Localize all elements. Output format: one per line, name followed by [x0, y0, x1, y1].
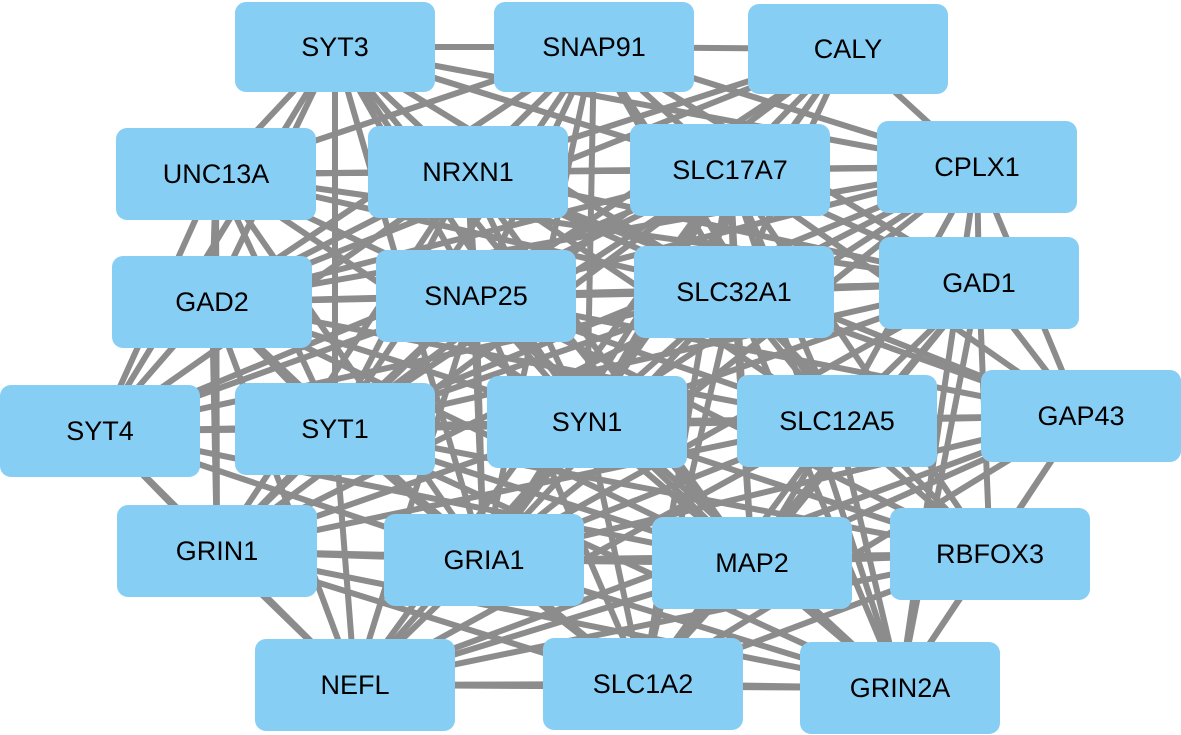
node-map2[interactable]: MAP2 [652, 517, 852, 609]
node-box[interactable] [235, 383, 435, 475]
node-box[interactable] [368, 126, 568, 218]
edge-slc32a1-slc1a2 [640, 291, 737, 685]
node-label: UNC13A [163, 159, 270, 189]
node-label: MAP2 [715, 548, 789, 578]
node-syt3[interactable]: SYT3 [235, 2, 435, 92]
node-box[interactable] [494, 2, 694, 92]
node-label: SYT3 [301, 32, 369, 62]
node-box[interactable] [543, 638, 743, 730]
node-box[interactable] [748, 4, 948, 94]
node-label: GRIN2A [850, 673, 951, 703]
node-box[interactable] [116, 128, 316, 220]
node-snap91[interactable]: SNAP91 [494, 2, 694, 92]
edge-gad1-syt1 [334, 280, 980, 432]
edge-snap25-slc1a2 [473, 294, 646, 686]
node-label: NEFL [320, 670, 389, 700]
edge-snap25-nefl [352, 295, 479, 686]
node-gad2[interactable]: GAD2 [112, 256, 312, 348]
node-label: GAP43 [1037, 401, 1124, 431]
node-label: RBFOX3 [936, 539, 1044, 569]
edge-nrxn1-grin1 [214, 170, 471, 553]
edge-gad1-grin2a [897, 282, 982, 689]
node-label: GAD2 [175, 287, 249, 317]
node-unc13a[interactable]: UNC13A [116, 128, 316, 220]
node-grin1[interactable]: GRIN1 [117, 505, 317, 597]
edge-slc17a7-rbfox3 [727, 168, 993, 556]
node-box[interactable] [877, 121, 1077, 213]
node-syn1[interactable]: SYN1 [487, 376, 687, 468]
node-gria1[interactable]: GRIA1 [384, 514, 584, 606]
edge-syt4-map2 [99, 428, 753, 566]
node-box[interactable] [879, 237, 1079, 329]
edge-slc17a7-grin1 [215, 167, 732, 554]
node-box[interactable] [112, 256, 312, 348]
node-label: NRXN1 [422, 157, 514, 187]
node-syt4[interactable]: SYT4 [0, 385, 200, 477]
node-box[interactable] [800, 642, 1000, 734]
node-label: SYT1 [301, 414, 369, 444]
node-label: SLC12A5 [779, 406, 895, 436]
node-label: SYT4 [66, 416, 134, 446]
node-slc32a1[interactable]: SLC32A1 [634, 246, 834, 338]
edge-cplx1-gria1 [482, 164, 979, 563]
node-caly[interactable]: CALY [748, 4, 948, 94]
node-slc17a7[interactable]: SLC17A7 [630, 124, 830, 216]
node-label: GAD1 [942, 268, 1016, 298]
node-slc12a5[interactable]: SLC12A5 [737, 375, 937, 467]
node-label: CALY [814, 34, 883, 64]
node-label: CPLX1 [934, 152, 1020, 182]
node-label: GRIN1 [176, 536, 259, 566]
node-label: SLC17A7 [672, 155, 788, 185]
node-rbfox3[interactable]: RBFOX3 [890, 508, 1090, 600]
node-label: SLC1A2 [593, 669, 694, 699]
node-box[interactable] [255, 639, 455, 731]
node-label: SYN1 [552, 407, 623, 437]
node-box[interactable] [235, 2, 435, 92]
edge-slc12a5-grin1 [216, 418, 838, 554]
node-gap43[interactable]: GAP43 [981, 370, 1181, 462]
node-box[interactable] [630, 124, 830, 216]
node-label: SNAP25 [424, 281, 528, 311]
node-snap25[interactable]: SNAP25 [376, 250, 576, 342]
node-label: SNAP91 [542, 32, 646, 62]
edge-slc32a1-syt4 [99, 289, 735, 434]
node-syt1[interactable]: SYT1 [235, 383, 435, 475]
node-box[interactable] [487, 376, 687, 468]
node-label: GRIA1 [443, 545, 524, 575]
edge-rbfox3-nefl [354, 551, 991, 688]
node-gad1[interactable]: GAD1 [879, 237, 1079, 329]
node-box[interactable] [981, 370, 1181, 462]
node-box[interactable] [634, 246, 834, 338]
node-cplx1[interactable]: CPLX1 [877, 121, 1077, 213]
node-box[interactable] [376, 250, 576, 342]
node-slc1a2[interactable]: SLC1A2 [543, 638, 743, 730]
node-box[interactable] [384, 514, 584, 606]
node-box[interactable] [652, 517, 852, 609]
node-grin2a[interactable]: GRIN2A [800, 642, 1000, 734]
node-box[interactable] [117, 505, 317, 597]
node-nefl[interactable]: NEFL [255, 639, 455, 731]
node-box[interactable] [0, 385, 200, 477]
node-box[interactable] [890, 508, 1090, 600]
node-label: SLC32A1 [676, 277, 792, 307]
node-nrxn1[interactable]: NRXN1 [368, 126, 568, 218]
edge-cplx1-gad2 [211, 164, 978, 305]
node-box[interactable] [737, 375, 937, 467]
